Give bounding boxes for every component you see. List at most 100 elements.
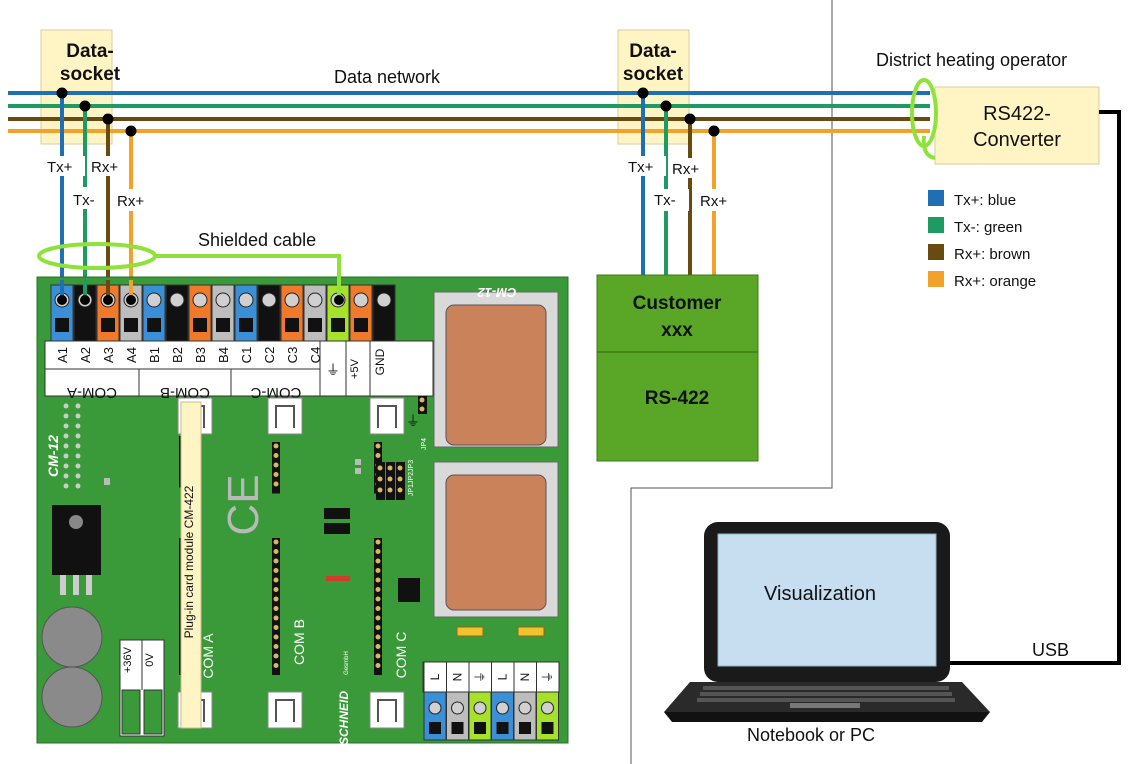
jumper-pin [377, 487, 383, 493]
mains-label: ⏚ [473, 671, 487, 683]
component-resistor [326, 576, 350, 581]
operator-shield-ring [910, 78, 938, 148]
header-pin [273, 481, 279, 487]
usb-label: USB [1032, 640, 1069, 660]
mains-screw [496, 701, 509, 715]
mains-label: L [496, 673, 510, 680]
jumper-pin [397, 465, 403, 471]
regulator-hole [69, 515, 83, 529]
relay-top [445, 304, 547, 446]
terminal-screw [284, 292, 300, 308]
terminal-screw [146, 292, 162, 308]
terminal-screw [215, 292, 231, 308]
pin-header-body [272, 442, 280, 494]
plus36v-label: +36V [122, 646, 134, 673]
terminal-label: A3 [101, 347, 116, 363]
terminal-opening [124, 318, 138, 332]
com-a-header-label: COM A [200, 633, 216, 679]
power-terminal-1 [121, 689, 141, 735]
com-socket [267, 397, 303, 435]
terminal-strip [50, 284, 396, 342]
mains-screw [428, 701, 442, 715]
label-bg [649, 189, 689, 211]
mains-opening [451, 722, 464, 734]
header-pin [75, 483, 81, 489]
terminal-screw [376, 292, 392, 308]
ce-mark: CE [219, 474, 268, 535]
shielded-cable-ground [155, 254, 341, 300]
gnd-label: GND [373, 348, 387, 375]
power-terminal-2 [143, 689, 163, 735]
jp4-label: JP4 [421, 438, 428, 450]
component-chip [398, 578, 420, 602]
board-name-top: CM-12 [477, 285, 517, 300]
header-pin [273, 472, 279, 477]
label-bg [66, 187, 106, 209]
mains-label: N [518, 673, 532, 682]
customer-device [596, 274, 759, 462]
mains-label: ⏚ [541, 671, 555, 683]
data-socket-left [40, 29, 113, 145]
socket-outline [377, 405, 397, 428]
legend-text-blue: Tx+: blue [954, 192, 1016, 209]
laptop-caption: Notebook or PC [747, 725, 875, 745]
terminal-label: A1 [55, 347, 70, 363]
header-pin [375, 587, 381, 592]
header-pin [375, 577, 381, 583]
label-bg [45, 156, 85, 176]
data-socket-left-title2: socket [60, 64, 121, 85]
data-socket-mid [617, 29, 690, 145]
mains-terminals [423, 691, 559, 741]
label-bg [88, 156, 128, 176]
component-ic-2 [324, 523, 350, 534]
header-pin [273, 625, 279, 630]
data-network-label: Data network [334, 67, 441, 87]
header-pin [63, 403, 69, 409]
com-c-header-label: COM C [393, 632, 409, 679]
terminal-opening [377, 318, 391, 332]
header-pin [273, 539, 279, 545]
header-pin [273, 653, 279, 659]
terminal-label: C2 [262, 347, 277, 364]
header-pin [375, 644, 381, 649]
converter-title1: RS422- [983, 103, 1051, 125]
terminal-dot [103, 295, 113, 305]
mains-screw [451, 701, 464, 715]
com-socket [267, 691, 303, 729]
header-pin [375, 663, 381, 668]
smd-pad [104, 478, 110, 485]
customer-interface: RS-422 [645, 388, 709, 409]
component-ic-1 [324, 508, 350, 519]
mid-wire-label-tx-plus: Tx+ [628, 159, 654, 176]
customer-title2: xxx [661, 320, 693, 341]
header-pin [63, 423, 69, 429]
laptop-touchpad [790, 703, 860, 708]
header-pin [273, 606, 279, 611]
shielded-cable-ring [37, 242, 157, 270]
mains-opening [541, 722, 554, 734]
header-pin [273, 453, 279, 458]
header-pin [63, 473, 69, 479]
terminal-opening [78, 318, 92, 332]
header-pin [75, 403, 81, 409]
regulator-pin [73, 575, 79, 595]
header-pin [75, 463, 81, 469]
header-pin [273, 644, 279, 649]
header-pin [375, 568, 381, 573]
plus5v-label: +5V [349, 358, 361, 379]
mains-screw [518, 701, 532, 715]
capacitor-1 [41, 606, 103, 668]
terminal-dot [80, 295, 90, 305]
com-b-header-label: COM B [291, 619, 307, 665]
left-pin-header [63, 403, 81, 489]
junction-dot [125, 125, 137, 137]
label-bg [669, 158, 711, 178]
header-pin [75, 433, 81, 439]
junction-dot [708, 125, 720, 137]
data-bus [8, 91, 930, 133]
header-pin [375, 549, 381, 554]
mains-screw [473, 701, 487, 715]
label-bg [112, 189, 156, 211]
